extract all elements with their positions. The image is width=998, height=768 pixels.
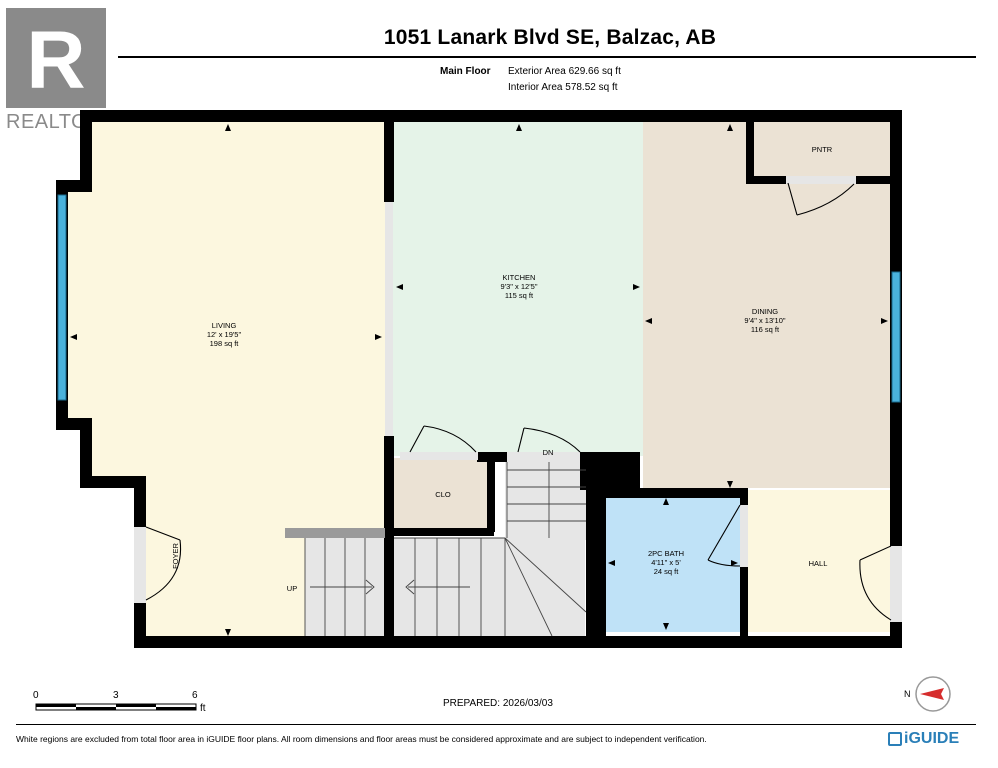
exterior-area: Exterior Area 629.66 sq ft	[508, 66, 621, 77]
pantry-name: PNTR	[812, 145, 833, 154]
foyer-name: FOYER	[171, 543, 180, 569]
opening-closet	[400, 452, 478, 460]
kitchen-area: 115 sq ft	[505, 291, 534, 300]
room-living	[68, 122, 387, 638]
room-kitchen	[393, 122, 643, 456]
opening-hall	[890, 546, 902, 622]
header-rule	[118, 56, 976, 58]
opening-kitchen-living	[385, 202, 393, 436]
room-hall	[748, 490, 891, 632]
scale-unit: ft	[200, 703, 206, 714]
disclaimer: White regions are excluded from total fl…	[16, 734, 707, 744]
stair-up-label: UP	[287, 584, 297, 593]
dining-area: 116 sq ft	[751, 325, 780, 334]
compass-icon: N	[904, 676, 951, 712]
bath-area: 24 sq ft	[654, 567, 680, 576]
interior-area: Interior Area 578.52 sq ft	[508, 82, 618, 93]
scale-bar	[35, 703, 197, 711]
doors	[145, 182, 892, 621]
closet-name: CLO	[435, 490, 451, 499]
window-living	[57, 194, 67, 401]
bath-dims: 4'11" x 5'	[651, 558, 681, 567]
property-title: 1051 Lanark Blvd SE, Balzac, AB	[383, 26, 717, 49]
stairs-treads	[304, 462, 587, 637]
window-dining	[891, 271, 901, 403]
stair-down-label: DN	[543, 448, 554, 457]
realtor-logo: R	[6, 8, 106, 108]
dining-dims: 9'4" x 13'10"	[744, 316, 785, 325]
scale-label-3: 3	[113, 690, 119, 701]
iguide-logo: iGUIDE	[888, 730, 959, 748]
room-pantry	[753, 122, 891, 174]
opening-pantry	[786, 176, 856, 184]
opening-stair-top	[507, 452, 580, 460]
opening-foyer	[134, 527, 146, 603]
iguide-icon	[888, 732, 902, 746]
hall-name: HALL	[809, 559, 828, 568]
floor-label: Main Floor	[440, 66, 491, 77]
prepared-date: PREPARED: 2026/03/03	[443, 698, 553, 709]
dining-name: DINING	[752, 307, 778, 316]
kitchen-dims: 9'3" x 12'5"	[501, 282, 538, 291]
room-closet	[393, 458, 489, 528]
scale-label-6: 6	[192, 690, 198, 701]
bath-name: 2PC BATH	[648, 549, 684, 558]
realtor-logo-letter: R	[26, 15, 85, 106]
stair-upper-fill	[505, 460, 587, 540]
footer-rule	[16, 724, 976, 725]
scale-label-0: 0	[33, 690, 39, 701]
kitchen-name: KITCHEN	[503, 273, 536, 282]
compass-label: N	[904, 689, 911, 699]
living-dims: 12' x 19'5"	[207, 330, 242, 339]
living-area: 198 sq ft	[210, 339, 240, 348]
living-name: LIVING	[212, 321, 237, 330]
dimension-arrows	[70, 124, 888, 636]
opening-bath	[740, 505, 748, 567]
